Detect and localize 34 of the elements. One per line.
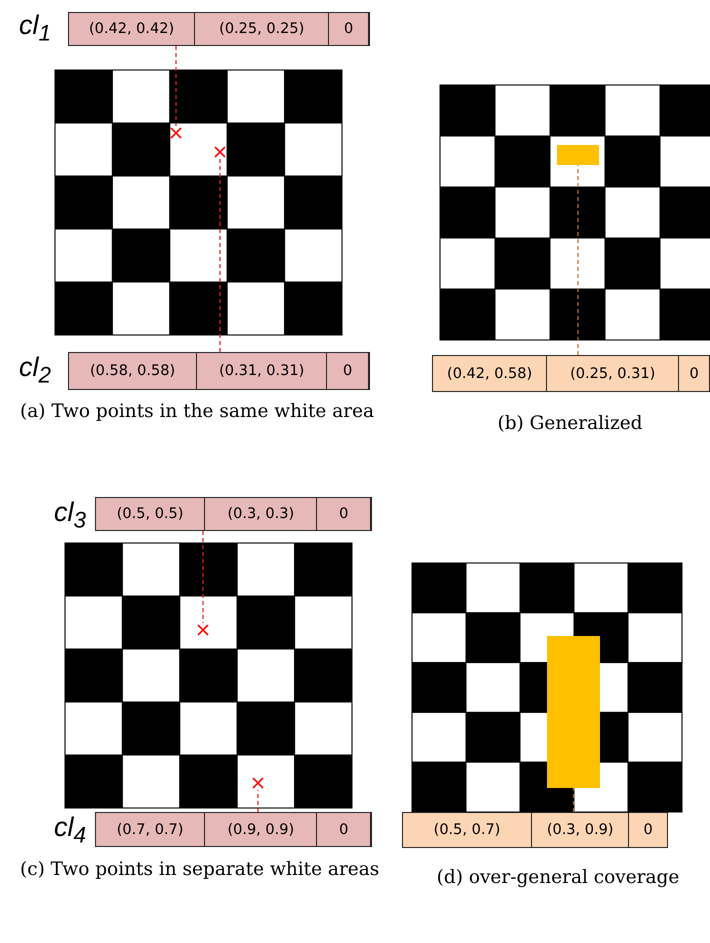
record-table (432, 355, 710, 392)
table-cell: (0.7, 0.7) (96, 813, 206, 846)
caption: (a) Two points in the same white area (20, 400, 376, 424)
table-cell-text: 0 (688, 364, 700, 384)
table-cell: (0.3, 0.9) (532, 813, 630, 847)
leader-line (577, 165, 579, 355)
caption: (b) Generalized (496, 412, 644, 436)
table-cell: (0.9, 0.9) (205, 813, 318, 846)
leader-line (202, 531, 204, 623)
table-cell: (0.25, 0.25) (195, 13, 330, 45)
table-cell: (0.5, 0.5) (96, 498, 206, 530)
row-label: cl$_{2}$ (19, 351, 52, 390)
row-label: cl$_{3}$ (54, 496, 86, 534)
record-table (402, 812, 668, 848)
table-cell: (0.3, 0.3) (205, 498, 318, 530)
leader-line (175, 46, 177, 126)
table-cell: 0 (317, 813, 371, 846)
table-cell: (0.42, 0.58) (433, 356, 548, 391)
table-cell: (0.58, 0.58) (69, 353, 198, 389)
table-cell: (0.31, 0.31) (197, 353, 328, 389)
table-cell: (0.25, 0.31) (547, 356, 680, 391)
leader-line (572, 788, 574, 812)
table-cell: (0.42, 0.42) (69, 13, 196, 45)
caption: (d) over-general coverage (436, 866, 680, 890)
leader-line (219, 159, 221, 352)
table-cell-text: 0 (642, 821, 654, 840)
leader-line (257, 790, 259, 812)
table-cell: (0.5, 0.7) (403, 813, 532, 847)
caption: (c) Two points in separate white areas (20, 858, 380, 882)
row-label: cl$_{1}$ (19, 9, 52, 48)
table-cell: 0 (327, 353, 369, 389)
row-label: cl$_{4}$ (54, 811, 86, 850)
table-cell: 0 (329, 13, 369, 45)
table-cell: 0 (317, 498, 371, 530)
